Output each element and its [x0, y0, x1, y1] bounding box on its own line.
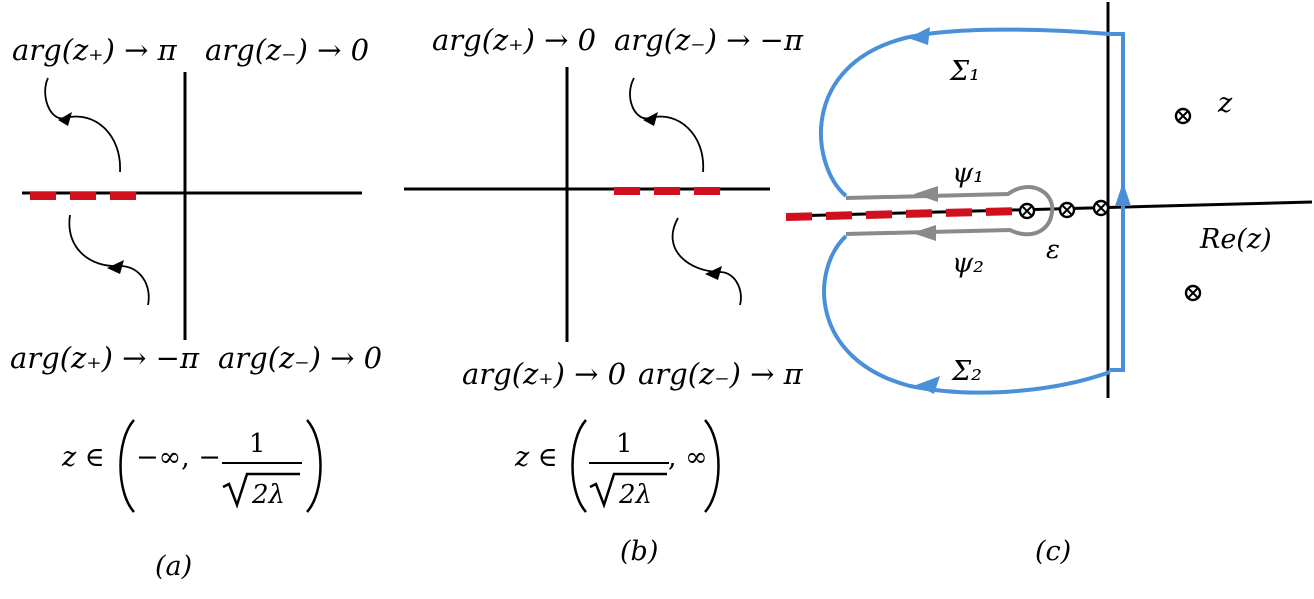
panel-a-upper-arrowhead	[58, 112, 72, 126]
panel-b-interval-right: , ∞	[668, 442, 708, 473]
panel-c-psi1-arrow	[914, 186, 938, 202]
panel-a-bottom-right-label: arg(z₋) → 0	[218, 341, 382, 375]
panel-c-z-label: z	[1217, 88, 1233, 119]
panel-b-interval-prefix: z ∈	[514, 442, 558, 473]
panel-c-sigma1-label: Σ₁	[949, 56, 980, 87]
panel-c-psi2-arrow	[912, 225, 936, 241]
panel-c-sigma2-label: Σ₂	[951, 356, 982, 387]
panel-c-axis-label: Re(z)	[1199, 224, 1272, 255]
panel-b-left-paren	[571, 419, 587, 513]
panel-a-left-paren	[119, 419, 135, 513]
panel-c-upper-arc	[818, 27, 1111, 198]
panel-a-upper-approach-curve	[44, 77, 121, 173]
panel-a-lower-arrowhead	[107, 260, 124, 274]
panel-c-caption: (c)	[1035, 536, 1071, 567]
panel-a: arg(z₊) → π arg(z₋) → 0 arg(z₊) → −π arg…	[10, 33, 382, 582]
panel-c-singularity-upper	[1174, 107, 1192, 125]
panel-b-lower-arrowhead	[705, 266, 722, 280]
panel-c-singularity-3	[1092, 199, 1110, 217]
panel-c-singularity-1	[1018, 202, 1036, 220]
panel-c-psi2-label: ψ₂	[952, 248, 984, 279]
panel-c-vertical-contour-arrow	[1115, 182, 1131, 206]
panel-a-right-paren	[306, 419, 322, 513]
panel-b: arg(z₊) → 0 arg(z₋) → −π arg(z₊) → 0 arg…	[404, 23, 804, 567]
panel-a-frac-num: 1	[249, 429, 266, 459]
panel-b-bottom-left-label: arg(z₊) → 0	[462, 357, 626, 391]
panel-b-frac-num: 1	[616, 429, 633, 459]
panel-c-singularity-lower	[1184, 284, 1202, 302]
panel-a-interval: z ∈ −∞, − 1 2λ	[61, 419, 322, 513]
panel-b-upper-arrowhead	[643, 112, 658, 126]
panel-b-caption: (b)	[620, 536, 658, 567]
panel-c-lower-arc	[822, 234, 1111, 395]
panel-c-upper-arc-arrow	[908, 27, 930, 45]
panel-b-sqrt-sign	[589, 472, 667, 509]
panel-c-epsilon-label: ε	[1046, 235, 1060, 265]
panel-c-lower-arc-arrow	[916, 376, 940, 394]
panel-b-bottom-right-label: arg(z₋) → π	[638, 357, 804, 391]
panel-a-frac-den: 2λ	[251, 480, 285, 510]
panel-a-caption: (a)	[155, 551, 192, 582]
panel-a-sqrt-sign	[222, 472, 300, 509]
panel-a-lower-approach-curve	[68, 214, 150, 306]
panel-b-lower-approach-curve	[671, 217, 742, 306]
panel-c-singularity-2	[1058, 201, 1076, 219]
panel-c-psi1-label: ψ₁	[952, 158, 984, 189]
panel-b-top-right-label: arg(z₋) → −π	[614, 23, 804, 57]
panel-b-frac-den: 2λ	[618, 480, 652, 510]
panel-c: Σ₁ Σ₂ ψ₁ ψ₂ ε z Re(z) (c)	[785, 2, 1313, 567]
panel-b-upper-approach-curve	[629, 77, 704, 173]
panel-a-top-right-label: arg(z₋) → 0	[205, 33, 369, 67]
panel-b-top-left-label: arg(z₊) → 0	[432, 23, 596, 57]
panel-a-interval-prefix: z ∈	[61, 442, 105, 473]
panel-a-top-left-label: arg(z₊) → π	[12, 33, 178, 67]
panel-a-interval-left: −∞, −	[136, 442, 221, 473]
panel-b-right-paren	[704, 419, 720, 513]
panel-c-keyhole-contour	[845, 185, 1055, 237]
panel-a-bottom-left-label: arg(z₊) → −π	[10, 341, 200, 375]
panel-b-interval: z ∈ 1 2λ , ∞	[514, 419, 720, 513]
